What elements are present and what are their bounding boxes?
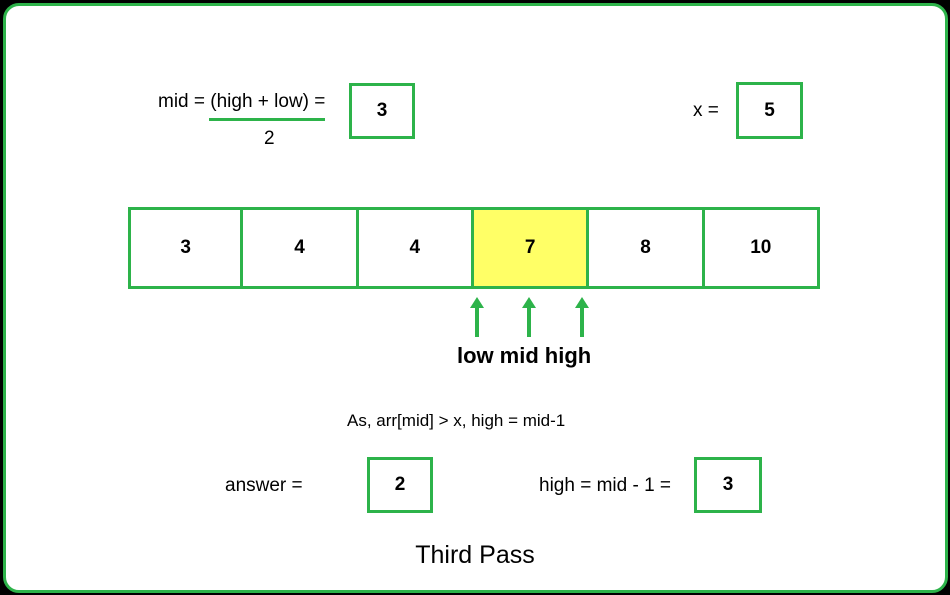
target-box: 5 [736, 82, 803, 139]
low-arrow-icon [470, 297, 484, 337]
answer-box: 2 [367, 457, 433, 513]
low-label: low [457, 343, 494, 368]
high-update-value: 3 [722, 474, 734, 495]
array-cell: 4 [243, 207, 359, 289]
mid-result-box: 3 [349, 83, 415, 139]
array-cell: 3 [128, 207, 244, 289]
target-label: x = [693, 100, 719, 121]
array-cell: 10 [704, 207, 820, 289]
array-cell: 8 [589, 207, 705, 289]
high-arrow-icon [575, 297, 589, 337]
fraction-bar [209, 118, 325, 121]
pass-caption: Third Pass [415, 541, 535, 569]
high-label: high [544, 343, 592, 368]
mid-arrow-icon [522, 297, 536, 337]
high-update-box: 3 [694, 457, 762, 513]
formula-numerator: mid = (high + low) = [158, 91, 326, 112]
answer-label: answer = [225, 475, 303, 496]
mid-label: mid [499, 343, 539, 368]
formula-denominator: 2 [264, 128, 275, 149]
array-cell: 7 [473, 207, 590, 289]
target-value: 5 [764, 99, 775, 121]
condition-text: As, arr[mid] > x, high = mid-1 [347, 411, 566, 430]
mid-result-value: 3 [376, 100, 388, 121]
array-cell: 4 [358, 207, 474, 289]
high-update-label: high = mid - 1 = [539, 475, 672, 496]
answer-value: 2 [394, 474, 406, 495]
